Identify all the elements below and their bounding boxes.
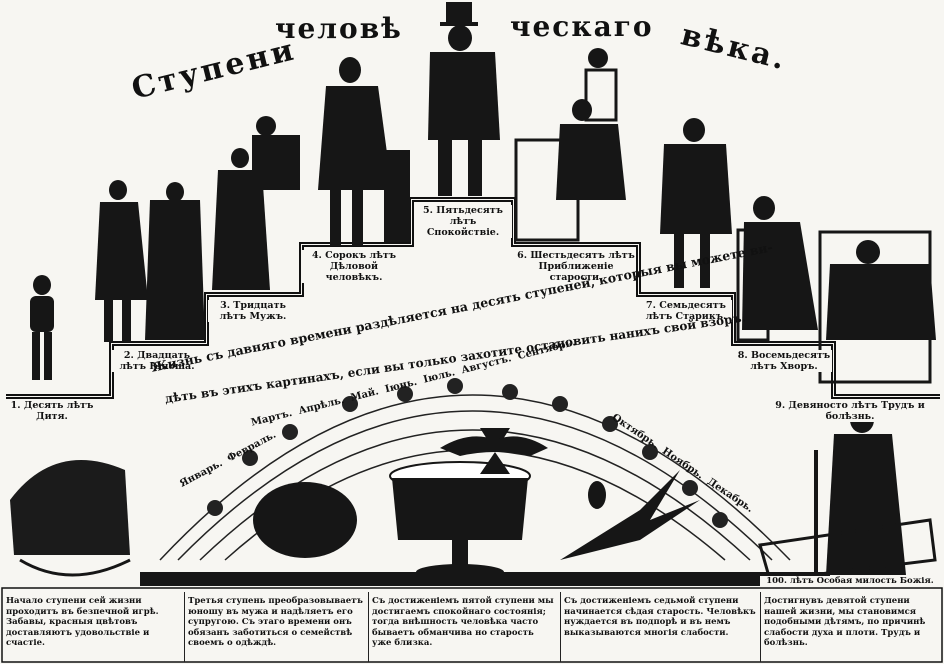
stage-caption-9: 9. Девяносто лѣтъ Трудъ и болѣзнь. [760, 400, 940, 422]
engraving-title: Ступени человѣ ческаго вѣка. [120, 4, 820, 107]
stage-caption-6: 6. Шестьдесятъ лѣтъ Приближеніе старости… [516, 250, 636, 283]
column-divider [760, 592, 761, 662]
title-part-4: вѣка. [677, 17, 792, 78]
paragraph-1: Начало ступени сей жизни проходитъ въ бе… [6, 596, 159, 649]
paragraph-5: Достигнувъ девятой ступени нашей жизни, … [764, 596, 926, 649]
stage-caption-4: 4. Сорокъ лѣтъ Дѣловой человѣкъ. [302, 250, 406, 283]
column-divider [368, 592, 369, 662]
paragraph-3: Съ достиженіемъ пятой ступени мы достига… [372, 596, 554, 649]
stage-caption-5: 5. Пятьдесятъ лѣтъ Спокойствіе. [414, 205, 512, 238]
stage-caption-1: 1. Десять лѣтъ Дитя. [4, 400, 100, 422]
column-divider [560, 592, 561, 662]
stage-caption-100: 100. лѣтъ Особая милость Божія. [760, 576, 940, 587]
stage-caption-8: 8. Восемьдесятъ лѣтъ Хворъ. [736, 350, 832, 372]
paragraph-2: Третья ступень преобразовываетъ юношу въ… [188, 596, 363, 649]
stage-caption-2: 2. Двадцать лѣтъ Юноша. [112, 350, 202, 372]
column-divider [184, 592, 185, 662]
stage-caption-3: 3. Тридцать лѣтъ Мужъ. [208, 300, 298, 322]
title-part-2: человѣ [275, 12, 403, 45]
paragraph-4: Съ достиженіемъ седьмой ступени начинает… [564, 596, 756, 638]
title-part-3: ческаго [510, 10, 654, 43]
stage-caption-7: 7. Семьдесятъ лѣтъ Старикъ. [640, 300, 732, 322]
